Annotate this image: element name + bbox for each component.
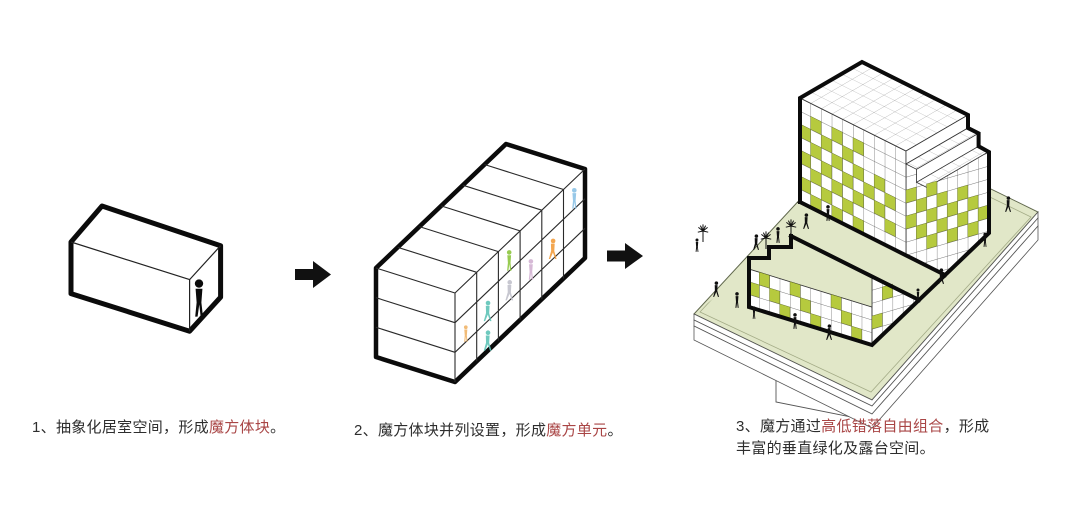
step-arrow-1 xyxy=(295,261,331,288)
unit-outline xyxy=(373,141,588,385)
step-arrow-2 xyxy=(607,243,643,269)
caption-step-3: 3、魔方通过高低错落自由组合，形成 丰富的垂直绿化及露台空间。 xyxy=(736,416,998,460)
podium-slabs xyxy=(693,210,1039,429)
caption-2-text: 2、魔方体块并列设置，形成 xyxy=(354,422,547,439)
caption-2-suffix: 。 xyxy=(607,422,623,439)
caption-3-highlight: 高低错落自由组合 xyxy=(821,418,944,435)
figure1-cube xyxy=(68,203,224,334)
roof-terraces xyxy=(799,61,990,188)
figure3-building-axon xyxy=(693,59,1039,429)
caption-1-highlight: 魔方体块 xyxy=(208,419,271,436)
caption-1-text: 1、抽象化居室空间，形成 xyxy=(32,419,209,436)
caption-step-1: 1、抽象化居室空间，形成魔方体块。 xyxy=(32,417,285,439)
caption-step-2: 2、魔方体块并列设置，形成魔方单元。 xyxy=(354,420,623,442)
caption-3-text: 3、魔方通过 xyxy=(736,418,822,435)
caption-1-suffix: 。 xyxy=(270,419,286,436)
unit-grid-lines xyxy=(375,163,586,382)
caption-3-suffix: ，形成 xyxy=(943,418,990,435)
caption-3-line2: 丰富的垂直绿化及露台空间。 xyxy=(736,440,935,457)
caption-2-highlight: 魔方单元 xyxy=(546,422,608,439)
cube-inner-edges xyxy=(70,241,222,332)
building-outline xyxy=(747,59,991,348)
figure2-cube-unit xyxy=(373,141,588,385)
